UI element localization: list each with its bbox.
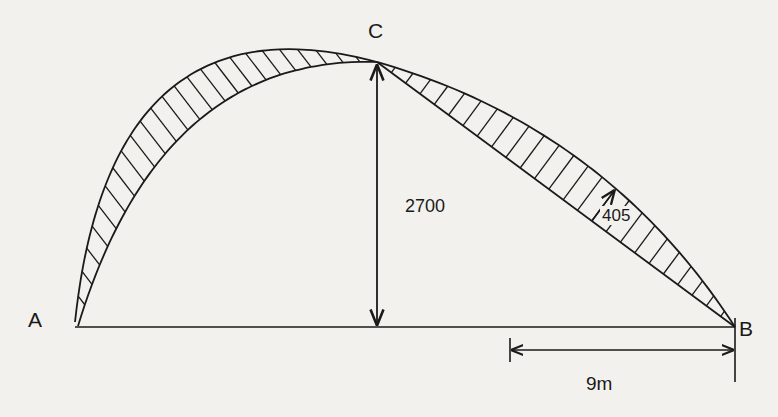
- hatch-line: [174, 86, 200, 119]
- moment-curve: [377, 62, 735, 327]
- hatch-line: [215, 63, 238, 93]
- hatch-line: [406, 73, 413, 83]
- dimension-arrow: [512, 349, 733, 350]
- hatch-line: [297, 49, 311, 67]
- hatch-line: [230, 57, 252, 86]
- base-line: [75, 326, 735, 328]
- dimension-arrow: [376, 66, 378, 324]
- dimension-tick: [509, 338, 511, 362]
- dimension-value: 9m: [586, 374, 612, 393]
- hatch-line: [140, 121, 165, 154]
- hatch-line: [692, 281, 703, 295]
- hatch-line: [78, 296, 85, 305]
- hatch-line: [549, 155, 574, 189]
- hatch-line: [316, 51, 327, 65]
- hatch-line: [187, 77, 212, 110]
- point-label: B: [739, 318, 753, 339]
- hatch-line: [92, 226, 108, 246]
- hatch-line: [434, 86, 447, 104]
- hatch-line: [201, 69, 225, 101]
- hatch-line: [649, 239, 667, 264]
- hatch-line: [663, 252, 679, 274]
- hatch-line: [130, 135, 154, 167]
- arch-line: [78, 62, 377, 326]
- point-label: A: [28, 309, 42, 330]
- hatch-line: [706, 296, 713, 306]
- hatch-line: [577, 177, 602, 210]
- hatch-line: [113, 168, 135, 196]
- hatch-line: [492, 117, 514, 146]
- hatch-line: [477, 109, 497, 136]
- dimension-tick: [734, 318, 736, 382]
- hatch-line: [262, 51, 280, 75]
- hatching: [391, 67, 724, 316]
- hatch-line: [151, 108, 177, 141]
- hatch-line: [420, 80, 431, 94]
- hatch-line: [98, 205, 116, 228]
- hatch-line: [635, 226, 655, 253]
- hatch-line: [535, 145, 560, 178]
- hatch-line: [105, 186, 125, 212]
- hatching: [78, 49, 360, 304]
- hatch-line: [87, 248, 100, 265]
- point-label: C: [368, 20, 383, 41]
- chord-line: [377, 62, 735, 327]
- hatch-line: [563, 166, 588, 200]
- hatch-line: [678, 266, 691, 284]
- hatch-line: [162, 96, 188, 130]
- hatch-line: [449, 93, 465, 115]
- hatch-line: [121, 151, 144, 181]
- hatch-line: [520, 136, 544, 168]
- hatch-line: [279, 49, 295, 70]
- dimension-value: 2700: [405, 197, 445, 215]
- ordinate-value: 405: [600, 206, 632, 225]
- hatch-line: [506, 126, 529, 157]
- hatch-line: [463, 101, 481, 126]
- hatch-line: [82, 271, 92, 284]
- hatch-line: [246, 53, 266, 80]
- moment-curve: [75, 49, 377, 322]
